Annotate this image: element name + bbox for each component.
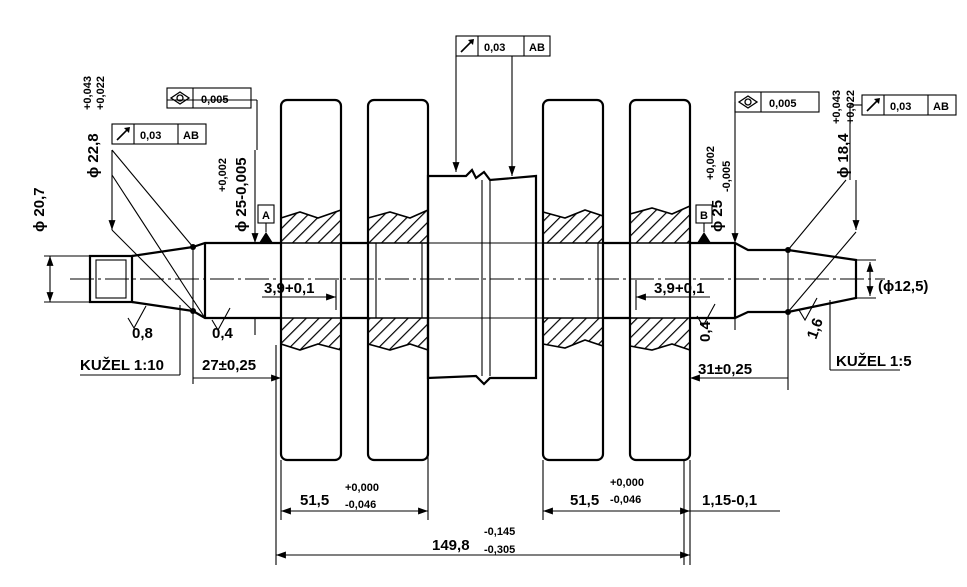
web-2 xyxy=(366,98,430,462)
shaft-outline xyxy=(88,168,858,386)
dim-149-8: 149,8 xyxy=(432,537,470,554)
svg-text:AB: AB xyxy=(933,101,949,113)
svg-text:0,005: 0,005 xyxy=(769,98,797,110)
right-taper xyxy=(787,248,858,314)
dim-phi-25-left: ϕ 25-0,005 xyxy=(233,157,250,232)
svg-text:+0,022: +0,022 xyxy=(845,90,857,124)
taper-right-label: KUŽEL 1:5 xyxy=(836,352,912,370)
dim-51-5-left: 51,5 xyxy=(300,492,329,509)
rough-1-6: 1,6 xyxy=(804,316,827,341)
svg-text:+0,043: +0,043 xyxy=(831,90,843,124)
svg-text:+0,000: +0,000 xyxy=(345,482,379,494)
svg-text:+0,002: +0,002 xyxy=(705,146,717,180)
dim-phi-18-4: ϕ 18,4 xyxy=(835,133,852,178)
frame-runout-left: 0,03 AB xyxy=(111,123,207,145)
svg-text:AB: AB xyxy=(529,42,545,54)
dimension-lines xyxy=(44,56,900,565)
cylindricity-icon xyxy=(737,95,759,109)
svg-text:+0,000: +0,000 xyxy=(610,477,644,489)
crank-webs xyxy=(279,98,692,462)
dim-phi-25-left-tol: +0,002 xyxy=(217,158,229,192)
dim-phi-25-right: ϕ 25 xyxy=(709,200,726,232)
svg-text:AB: AB xyxy=(183,130,199,142)
left-taper xyxy=(131,245,194,313)
dim-3-9-left: 3,9+0,1 xyxy=(264,280,314,297)
dim-31: 31±0,25 xyxy=(698,361,752,378)
svg-text:B: B xyxy=(700,210,708,222)
dim-51-5-right: 51,5 xyxy=(570,492,599,509)
frame-runout-center: 0,03 AB xyxy=(455,35,551,57)
cylindricity-icon xyxy=(169,91,191,105)
svg-text:-0,046: -0,046 xyxy=(345,499,376,511)
runout-arrow-icon xyxy=(866,98,880,112)
svg-text:0,03: 0,03 xyxy=(484,42,505,54)
svg-text:+0,022: +0,022 xyxy=(95,76,107,110)
dim-27: 27±0,25 xyxy=(202,357,256,374)
datum-a: A xyxy=(257,204,275,243)
svg-text:+0,043: +0,043 xyxy=(82,76,94,110)
datum-b: B xyxy=(695,204,713,243)
dim-phi-22-8: ϕ 22,8 xyxy=(85,133,102,178)
dim-3-9-right: 3,9+0,1 xyxy=(654,280,704,297)
taper-left-label: KUŽEL 1:10 xyxy=(80,356,164,374)
svg-text:0,03: 0,03 xyxy=(140,130,161,142)
dim-phi-20-7: ϕ 20,7 xyxy=(31,187,48,232)
frame-runout-right: 0,03 AB xyxy=(850,94,957,116)
rough-0-4-left: 0,4 xyxy=(212,325,234,342)
frame-cylindricity-left: 0,005 xyxy=(166,87,252,109)
rough-0-8: 0,8 xyxy=(132,325,153,342)
roughness-marks xyxy=(127,297,818,332)
svg-text:0,03: 0,03 xyxy=(890,101,911,113)
dimension-texts: ϕ 20,7 ϕ 22,8 +0,043 +0,022 +0,002 ϕ 25-… xyxy=(31,76,928,556)
svg-text:-0,005: -0,005 xyxy=(721,161,733,192)
rough-0-4-right: 0,4 xyxy=(697,320,714,342)
runout-arrow-icon xyxy=(116,127,130,141)
runout-arrow-icon xyxy=(460,39,474,53)
svg-text:-0,305: -0,305 xyxy=(484,544,515,556)
svg-text:-0,046: -0,046 xyxy=(610,494,641,506)
dim-phi-12-5: (ϕ12,5) xyxy=(878,278,928,295)
svg-text:A: A xyxy=(262,210,270,222)
web-3 xyxy=(541,98,605,462)
frame-cylindricity-right: 0,005 xyxy=(734,91,820,113)
dim-1-15: 1,15-0,1 xyxy=(702,492,757,509)
svg-text:-0,145: -0,145 xyxy=(484,526,515,538)
svg-text:0,005: 0,005 xyxy=(201,94,229,106)
crank-pin xyxy=(426,168,538,386)
hatched-sections xyxy=(280,204,691,352)
